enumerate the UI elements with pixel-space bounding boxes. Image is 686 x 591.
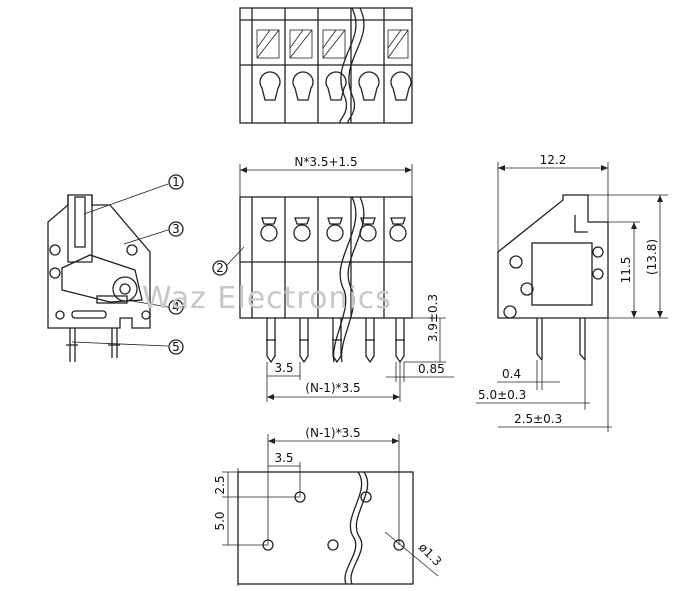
dim-top-width: N*3.5+1.5 (239, 155, 413, 197)
front-view (239, 196, 413, 364)
dim-pin-spacing: 5.0±0.3 (476, 360, 590, 410)
dim-body-height: 11.5 (588, 221, 668, 319)
callout-3: 3 (123, 221, 184, 245)
footprint-view (237, 468, 414, 586)
callout-4: 4 (131, 299, 184, 315)
dim-pin-offset: 2.5±0.3 (498, 318, 612, 432)
svg-text:2.5±0.3: 2.5±0.3 (514, 412, 562, 426)
svg-text:3: 3 (172, 222, 180, 236)
dim-depth: 12.2 (497, 153, 609, 252)
svg-text:0.4: 0.4 (502, 367, 521, 381)
dim-pin-thickness: 0.4 (497, 360, 560, 390)
dim-pin-width: 0.85 (386, 362, 454, 382)
svg-text:ø1.3: ø1.3 (416, 540, 445, 569)
section-view (47, 194, 151, 362)
dim-hole-diameter: ø1.3 (384, 531, 445, 577)
svg-text:4: 4 (172, 300, 180, 314)
svg-text:(13.8): (13.8) (645, 239, 659, 275)
top-view (239, 7, 413, 124)
svg-text:2: 2 (216, 261, 224, 275)
svg-text:0.85: 0.85 (418, 362, 445, 376)
dim-pin-pitch: 3.5 (266, 361, 301, 380)
svg-text:3.5: 3.5 (274, 451, 293, 465)
dim-footprint-row-offset: 2.5 (213, 471, 300, 498)
callout-5: 5 (71, 339, 184, 355)
watermark-text: Waz Electronics (142, 281, 392, 316)
svg-text:5: 5 (172, 340, 180, 354)
svg-text:2.5: 2.5 (213, 475, 227, 494)
svg-text:12.2: 12.2 (540, 153, 567, 167)
svg-text:5.0: 5.0 (213, 511, 227, 530)
svg-text:11.5: 11.5 (619, 257, 633, 284)
svg-text:3.5: 3.5 (274, 361, 293, 375)
svg-text:5.0±0.3: 5.0±0.3 (478, 388, 526, 402)
dim-footprint-span: (N-1)*3.5 (267, 426, 400, 545)
dim-pin-length: 3.9±0.3 (404, 294, 446, 363)
svg-text:(N-1)*3.5: (N-1)*3.5 (305, 426, 360, 440)
dim-pin-span: (N-1)*3.5 (266, 362, 401, 402)
side-view (497, 194, 609, 361)
callout-1: 1 (83, 174, 184, 215)
dim-total-height: (13.8) (588, 194, 668, 318)
svg-text:N*3.5+1.5: N*3.5+1.5 (294, 155, 357, 169)
svg-text:1: 1 (172, 175, 180, 189)
svg-text:3.9±0.3: 3.9±0.3 (426, 294, 440, 342)
dim-footprint-row-spacing: 5.0 (213, 497, 268, 546)
svg-text:(N-1)*3.5: (N-1)*3.5 (305, 381, 360, 395)
callout-2: 2 (212, 246, 245, 276)
dim-footprint-pitch: 3.5 (268, 451, 301, 497)
